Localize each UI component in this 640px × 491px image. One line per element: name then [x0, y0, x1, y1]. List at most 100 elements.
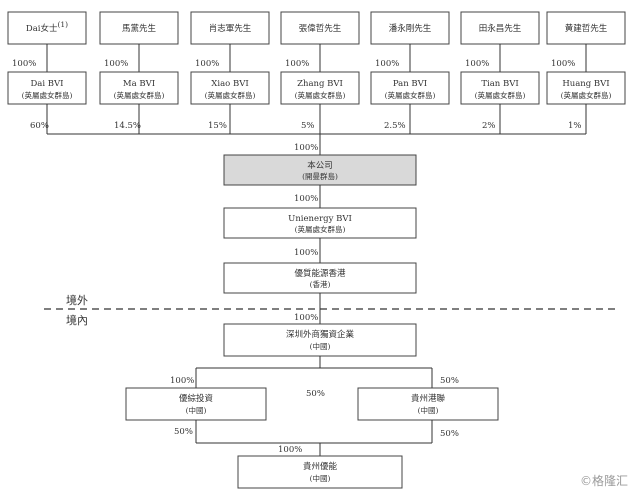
shareholder-ma-label: 馬黨先生: [122, 23, 157, 34]
bvi-dai-box: [7, 71, 87, 105]
shareholder-xiao-label: 肖志軍先生: [209, 23, 252, 34]
bvi-huang: Huang BVI (英屬處女群島): [546, 71, 626, 105]
shareholder-huang-label: 黄建哲先生: [565, 23, 608, 34]
pct-youzong-below: 50%: [174, 427, 193, 437]
pct-unienergy-above: 100%: [294, 194, 318, 204]
bvi-xiao-box: [190, 71, 270, 105]
bottom-name: 貴州優能: [303, 461, 338, 472]
company-box: [223, 154, 417, 186]
unienergy-box: [223, 207, 417, 239]
shareholder-ma: 馬黨先生: [99, 11, 179, 45]
youzong-place: (中國): [186, 405, 207, 415]
pct-xiao-stake: 15%: [208, 121, 227, 131]
shareholder-xiao: 肖志軍先生: [190, 11, 270, 45]
bvi-tian: Tian BVI (英屬處女群島): [460, 71, 540, 105]
company-name: 本公司: [307, 160, 333, 171]
guizhou-gang-box: [357, 387, 499, 421]
bvi-ma-name: Ma BVI: [123, 79, 155, 89]
shareholder-zhang-box: [280, 11, 360, 45]
guizhou-gang-name: 貴州港聯: [411, 393, 446, 404]
hk-node: 優質能源香港 (香港): [223, 262, 417, 294]
unienergy-place: (英屬處女群島): [295, 224, 346, 234]
bottom-node: 貴州優能 (中國): [237, 455, 403, 489]
bvi-xiao: Xiao BVI (英屬處女群島): [190, 71, 270, 105]
bvi-zhang: Zhang BVI (英屬處女群島): [280, 71, 360, 105]
pct-tian-own: 100%: [465, 59, 489, 69]
pct-gang-below: 50%: [440, 429, 459, 439]
shareholder-dai-box: [7, 11, 87, 45]
shenzhen-box: [223, 323, 417, 357]
shenzhen-branch-links: 100% 50%: [170, 356, 459, 388]
pct-huang-stake: 1%: [568, 121, 582, 131]
shenzhen-name: 深圳外商獨資企業: [286, 329, 355, 340]
bvi-dai-name: Dai BVI: [30, 79, 63, 89]
bvi-zhang-box: [280, 71, 360, 105]
pct-hk-above: 100%: [294, 248, 318, 258]
pct-dai-stake: 60%: [30, 121, 49, 131]
bvi-pan: Pan BVI (英屬處女群島): [370, 71, 450, 105]
shareholder-tian-box: [460, 11, 540, 45]
bvi-huang-place: (英屬處女群島): [561, 90, 612, 100]
unienergy-name: Unienergy BVI: [288, 214, 352, 224]
bvi-huang-name: Huang BVI: [562, 79, 609, 89]
youzong-box: [125, 387, 267, 421]
bvi-xiao-name: Xiao BVI: [211, 79, 248, 89]
pct-ma-stake: 14.5%: [114, 121, 141, 131]
pct-xiao-own: 100%: [195, 59, 219, 69]
bvi-ma-place: (英屬處女群島): [114, 90, 165, 100]
bvi-pan-place: (英屬處女群島): [385, 90, 436, 100]
bvi-dai: Dai BVI (英屬處女群島): [7, 71, 87, 105]
pct-zhang-own: 100%: [285, 59, 309, 69]
bvi-pan-name: Pan BVI: [393, 79, 427, 89]
bvi-ma: Ma BVI (英屬處女群島): [99, 71, 179, 105]
region-outside-label: 境外: [66, 293, 88, 307]
region-inside-label: 境內: [66, 313, 88, 327]
pct-pan-stake: 2.5%: [384, 121, 406, 131]
company-node: 本公司 (開曼群島): [223, 154, 417, 186]
pct-zhang-stake: 5%: [301, 121, 315, 131]
bvi-tian-place: (英屬處女群島): [475, 90, 526, 100]
shareholder-dai: Dai女士(1): [7, 11, 87, 45]
shareholder-tian-label: 田永昌先生: [479, 23, 522, 34]
pct-dai-own: 100%: [12, 59, 36, 69]
youzong-name: 優綜投資: [179, 393, 213, 404]
shareholder-row: Dai女士(1) 馬黨先生 肖志軍先生 張偉哲先生 潘永剛先生 田永昌先生 黄建…: [7, 11, 626, 45]
watermark: ©格隆汇: [580, 473, 628, 488]
company-place: (開曼群島): [302, 171, 338, 181]
bvi-to-company-links: 60% 14.5% 15% 5% 2.5% 2% 1% 100%: [30, 104, 587, 155]
pct-pan-own: 100%: [375, 59, 399, 69]
shareholder-pan: 潘永剛先生: [370, 11, 450, 45]
pct-youzong-above: 100%: [170, 376, 194, 386]
guizhou-gang-node: 貴州港聯 (中國): [357, 387, 499, 421]
shareholder-huang: 黄建哲先生: [546, 11, 626, 45]
bottom-place: (中國): [310, 473, 331, 483]
bottom-box: [237, 455, 403, 489]
shareholder-dai-label: Dai女士(1): [26, 20, 68, 34]
pct-gang-above: 50%: [440, 376, 459, 386]
bvi-zhang-place: (英屬處女群島): [295, 90, 346, 100]
shareholder-pan-box: [370, 11, 450, 45]
shareholder-huang-box: [546, 11, 626, 45]
unienergy-node: Unienergy BVI (英屬處女群島): [223, 207, 417, 239]
hk-name: 優質能源香港: [294, 268, 346, 279]
bvi-pan-box: [370, 71, 450, 105]
pct-ma-own: 100%: [104, 59, 128, 69]
shareholder-zhang-label: 張偉哲先生: [299, 23, 342, 34]
pct-bottom-above: 100%: [278, 445, 302, 455]
shenzhen-node: 深圳外商獨資企業 (中國): [223, 323, 417, 357]
youzong-node: 優綜投資 (中國): [125, 387, 267, 421]
pct-shenzhen-above: 100%: [294, 313, 318, 323]
guizhou-gang-place: (中國): [418, 405, 439, 415]
shenzhen-place: (中國): [310, 341, 331, 351]
pct-huang-own: 100%: [551, 59, 575, 69]
pct-middle: 50%: [306, 389, 325, 399]
pct-tian-stake: 2%: [482, 121, 496, 131]
shareholder-ma-box: [99, 11, 179, 45]
bvi-ma-box: [99, 71, 179, 105]
bvi-tian-name: Tian BVI: [481, 79, 518, 89]
shareholder-to-bvi-links: 100% 100% 100% 100% 100% 100% 100%: [12, 44, 587, 72]
bvi-row: Dai BVI (英屬處女群島) Ma BVI (英屬處女群島) Xiao BV…: [7, 71, 626, 105]
bvi-dai-place: (英屬處女群島): [22, 90, 73, 100]
shareholder-tian: 田永昌先生: [460, 11, 540, 45]
